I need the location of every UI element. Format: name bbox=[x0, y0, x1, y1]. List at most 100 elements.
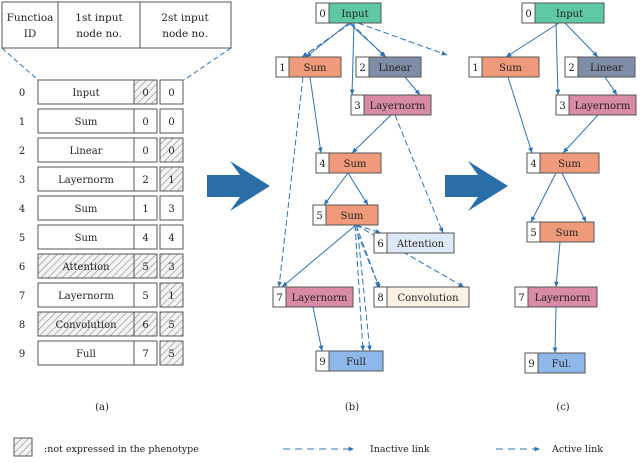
graph-node: 7 Layernorm bbox=[272, 286, 354, 308]
node-id: 7 bbox=[518, 293, 524, 304]
transition-arrow-2 bbox=[445, 161, 508, 211]
node-label: Attention bbox=[396, 239, 445, 250]
active-link bbox=[505, 22, 560, 58]
inactive-link bbox=[394, 114, 444, 234]
row-input2: 3 bbox=[168, 204, 174, 215]
row-function-cell bbox=[37, 340, 135, 366]
active-link bbox=[347, 172, 369, 206]
legend-inactive-label: Inactive link bbox=[370, 444, 430, 455]
caption-b: (b) bbox=[345, 402, 359, 413]
node-label-cell bbox=[328, 350, 384, 372]
row-input1: 0 bbox=[142, 88, 148, 99]
caption-c: (c) bbox=[556, 402, 570, 413]
node-label-cell bbox=[325, 204, 379, 226]
node-label-cell bbox=[328, 152, 382, 174]
row-id: 7 bbox=[19, 291, 25, 302]
zoom-line-left bbox=[1, 47, 39, 81]
node-label-cell bbox=[481, 56, 540, 78]
row-input1: 5 bbox=[142, 291, 148, 302]
node-label-cell bbox=[328, 2, 382, 24]
inactive-link bbox=[350, 22, 386, 58]
active-link bbox=[530, 172, 557, 223]
node-label-cell bbox=[577, 56, 636, 78]
row-input1: 5 bbox=[142, 262, 148, 273]
row-function: Sum bbox=[75, 233, 98, 244]
node-label: Input bbox=[556, 9, 583, 20]
legend: :not expressed in the phenotype Inactive… bbox=[13, 437, 603, 457]
active-link bbox=[507, 76, 533, 154]
row-id: 2 bbox=[19, 146, 25, 157]
inactive-link bbox=[301, 22, 352, 58]
legend-active-label: Active link bbox=[551, 444, 603, 455]
node-label-cell bbox=[534, 2, 605, 24]
row-function-cell bbox=[37, 253, 135, 279]
row-input2-cell bbox=[159, 224, 184, 250]
node-id: 8 bbox=[377, 293, 383, 304]
header-function-id-line1: Functioa bbox=[7, 12, 54, 24]
row-input1-cell bbox=[133, 195, 158, 221]
node-label: Layernorm bbox=[575, 101, 631, 112]
transition-arrow-1 bbox=[207, 161, 270, 211]
active-link bbox=[309, 76, 323, 154]
active-link bbox=[604, 76, 618, 96]
node-id: 9 bbox=[319, 357, 325, 368]
node-label: Linear bbox=[590, 63, 623, 74]
node-id: 7 bbox=[276, 293, 282, 304]
node-label-cell bbox=[527, 286, 598, 308]
header-input1-line2: node no. bbox=[76, 28, 122, 40]
row-input2-cell bbox=[159, 79, 184, 105]
node-label: Full bbox=[346, 357, 366, 368]
active-link bbox=[552, 306, 558, 354]
node-label: Sum bbox=[556, 228, 579, 239]
active-link bbox=[349, 22, 355, 96]
node-label-cell bbox=[386, 232, 455, 254]
row-function: Convolution bbox=[55, 320, 117, 331]
row-input1-cell bbox=[133, 282, 158, 308]
row-function: Full bbox=[76, 349, 96, 360]
row-id: 3 bbox=[19, 175, 25, 186]
active-link bbox=[312, 306, 324, 352]
node-id: 4 bbox=[319, 159, 325, 170]
row-input2-cell bbox=[159, 282, 184, 308]
node-id: 1 bbox=[472, 63, 478, 74]
row-input1-cell bbox=[133, 340, 158, 366]
node-label: Layernorm bbox=[535, 293, 591, 304]
row-input1: 6 bbox=[142, 320, 148, 331]
node-id: 9 bbox=[528, 359, 534, 370]
inactive-link bbox=[356, 224, 372, 352]
inactive-link bbox=[277, 76, 304, 288]
row-function: Linear bbox=[70, 146, 103, 157]
node-label: Layernorm bbox=[292, 293, 348, 304]
header-function-id-line2: ID bbox=[24, 28, 37, 40]
row-id: 9 bbox=[19, 349, 25, 360]
row-input1-cell bbox=[133, 79, 158, 105]
active-link bbox=[554, 241, 561, 288]
row-id: 4 bbox=[19, 204, 25, 215]
row-input1-cell bbox=[133, 108, 158, 134]
legend-hatch-swatch bbox=[13, 437, 33, 457]
node-label-cell bbox=[363, 94, 432, 116]
row-function: Attention bbox=[61, 262, 110, 273]
inactive-link bbox=[354, 224, 366, 352]
row-function: Sum bbox=[75, 117, 98, 128]
row-input2: 0 bbox=[168, 146, 174, 157]
header-input1-line1: 1st input bbox=[75, 12, 123, 24]
node-id: 0 bbox=[525, 9, 531, 20]
node-label-cell bbox=[285, 286, 354, 308]
active-link bbox=[323, 172, 349, 206]
row-input2: 0 bbox=[168, 117, 174, 128]
